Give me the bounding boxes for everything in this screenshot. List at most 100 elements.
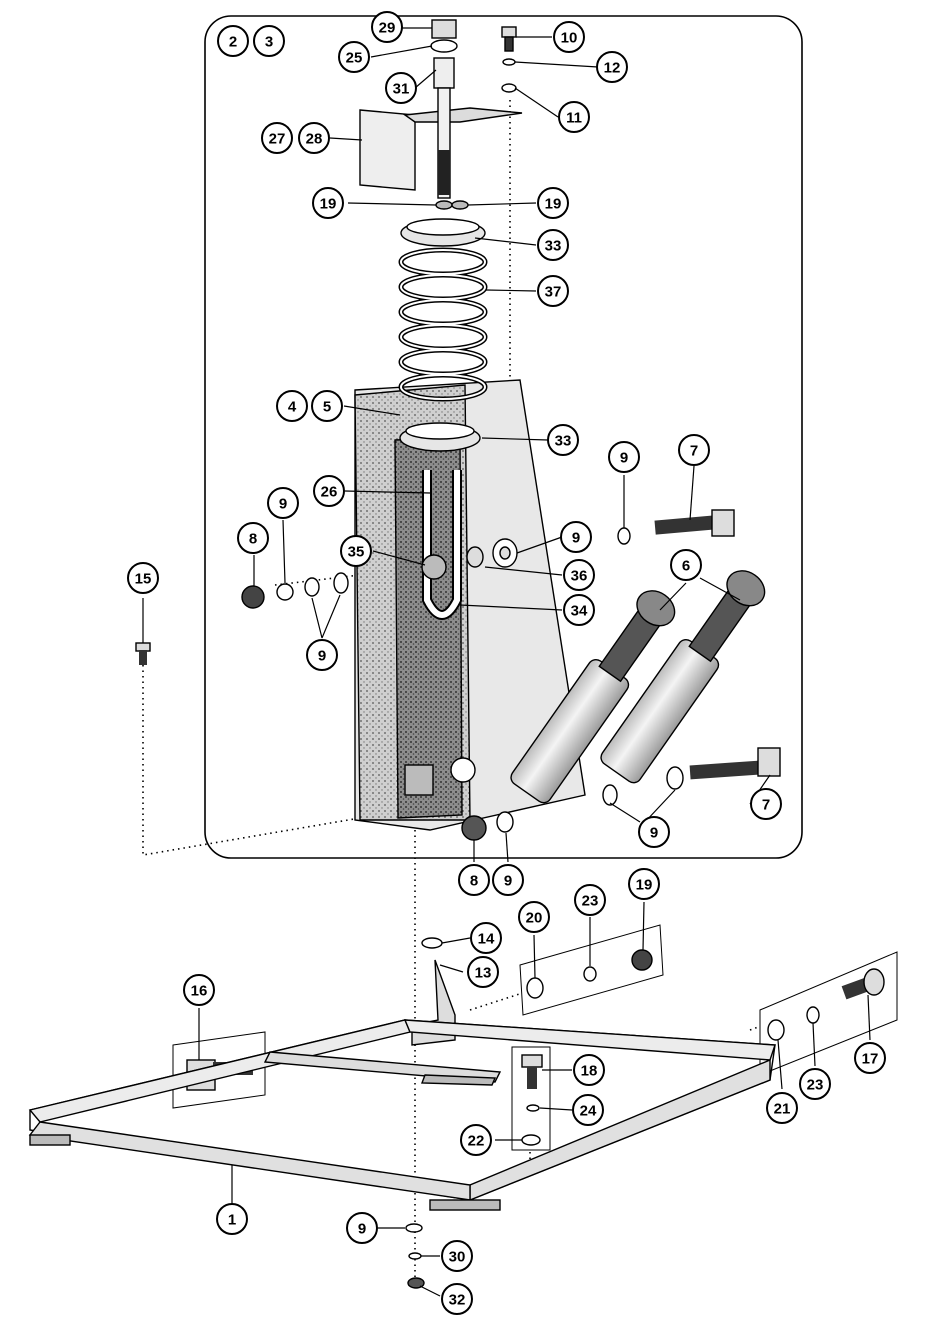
u-bolt-assembly [421, 470, 518, 620]
callout-8: 8 [458, 864, 490, 896]
callout-circle [628, 868, 660, 900]
callout-circle [670, 549, 702, 581]
callout-23: 23 [574, 884, 606, 916]
callout-label: 15 [135, 571, 152, 588]
callout-19: 19 [312, 187, 344, 219]
callout-circle [547, 424, 579, 456]
callout-circle [573, 1054, 605, 1086]
callout-33: 33 [537, 229, 569, 261]
callout-20: 20 [518, 901, 550, 933]
callout-32: 32 [441, 1283, 473, 1315]
callout-9: 9 [346, 1212, 378, 1244]
callout-label: 9 [650, 825, 658, 842]
callout-6: 6 [670, 549, 702, 581]
callout-label: 8 [249, 531, 257, 548]
callout-circle [183, 974, 215, 1006]
callout-circle [441, 1283, 473, 1315]
callout-label: 9 [620, 450, 628, 467]
callout-5: 5 [311, 390, 343, 422]
callout-2: 2 [217, 25, 249, 57]
callout-circle [217, 25, 249, 57]
callout-circle [638, 816, 670, 848]
callout-label: 13 [475, 965, 492, 982]
callout-label: 19 [320, 196, 337, 213]
callout-label: 16 [191, 983, 208, 1000]
callout-9: 9 [560, 521, 592, 553]
callout-label: 23 [807, 1077, 824, 1094]
callout-circle [127, 562, 159, 594]
callout-label: 14 [478, 931, 495, 948]
callout-label: 25 [346, 50, 363, 67]
callout-circle [766, 1092, 798, 1124]
callout-label: 21 [774, 1101, 791, 1118]
callout-17: 17 [854, 1042, 886, 1074]
callout-circle [537, 275, 569, 307]
leader-lines [142, 27, 871, 1297]
callout-18: 18 [573, 1054, 605, 1086]
callout-1: 1 [216, 1203, 248, 1235]
callout-3: 3 [253, 25, 285, 57]
callout-label: 32 [449, 1292, 466, 1309]
callout-circle [563, 559, 595, 591]
callout-label: 17 [862, 1051, 879, 1068]
callout-22: 22 [460, 1124, 492, 1156]
fastener-panel-right [519, 924, 664, 1016]
callout-circle [338, 41, 370, 73]
shock-absorbers [510, 570, 766, 804]
callout-label: 35 [348, 544, 365, 561]
callout-23: 23 [799, 1068, 831, 1100]
callout-9: 9 [608, 441, 640, 473]
callout-circle [216, 1203, 248, 1235]
callout-label: 23 [582, 893, 599, 910]
callout-37: 37 [537, 275, 569, 307]
callout-label: 30 [449, 1249, 466, 1266]
callout-label: 34 [571, 603, 588, 620]
callout-19: 19 [537, 187, 569, 219]
callout-label: 37 [545, 284, 562, 301]
fastener-panel-far-right [759, 951, 898, 1076]
base-frame [28, 1019, 776, 1211]
callout-circle [313, 475, 345, 507]
callout-label: 19 [636, 877, 653, 894]
callout-label: 9 [572, 530, 580, 547]
callout-14: 14 [470, 922, 502, 954]
coil-spring [398, 200, 488, 452]
bottom-nut-washer [461, 811, 514, 841]
callout-12: 12 [596, 51, 628, 83]
callout-circle [492, 864, 524, 896]
callout-circle [572, 1094, 604, 1126]
callout-circle [608, 441, 640, 473]
callout-circle [267, 487, 299, 519]
callout-7: 7 [678, 434, 710, 466]
callout-circle [563, 594, 595, 626]
callout-label: 11 [566, 110, 582, 127]
callout-circle [237, 522, 269, 554]
callout-circle [312, 187, 344, 219]
callout-circle [253, 25, 285, 57]
callout-label: 1 [228, 1212, 236, 1229]
left-fasteners [241, 572, 349, 609]
callout-circle [537, 229, 569, 261]
callout-label: 28 [306, 131, 323, 148]
callout-label: 27 [269, 131, 286, 148]
callout-label: 3 [265, 34, 273, 51]
callout-circle [596, 51, 628, 83]
callout-circle [346, 1212, 378, 1244]
callout-label: 26 [321, 484, 338, 501]
callout-19: 19 [628, 868, 660, 900]
callout-label: 36 [571, 568, 588, 585]
callout-9: 9 [492, 864, 524, 896]
callout-circle [460, 1124, 492, 1156]
spring-rod [430, 19, 458, 199]
callout-circle [799, 1068, 831, 1100]
top-small-bolts [501, 26, 517, 93]
callout-9: 9 [638, 816, 670, 848]
callout-8: 8 [237, 522, 269, 554]
callout-circle [441, 1240, 473, 1272]
callout-label: 9 [358, 1221, 366, 1238]
callout-label: 9 [279, 496, 287, 513]
callout-10: 10 [553, 21, 585, 53]
bottom-stack [405, 1223, 425, 1289]
callout-circle [371, 11, 403, 43]
